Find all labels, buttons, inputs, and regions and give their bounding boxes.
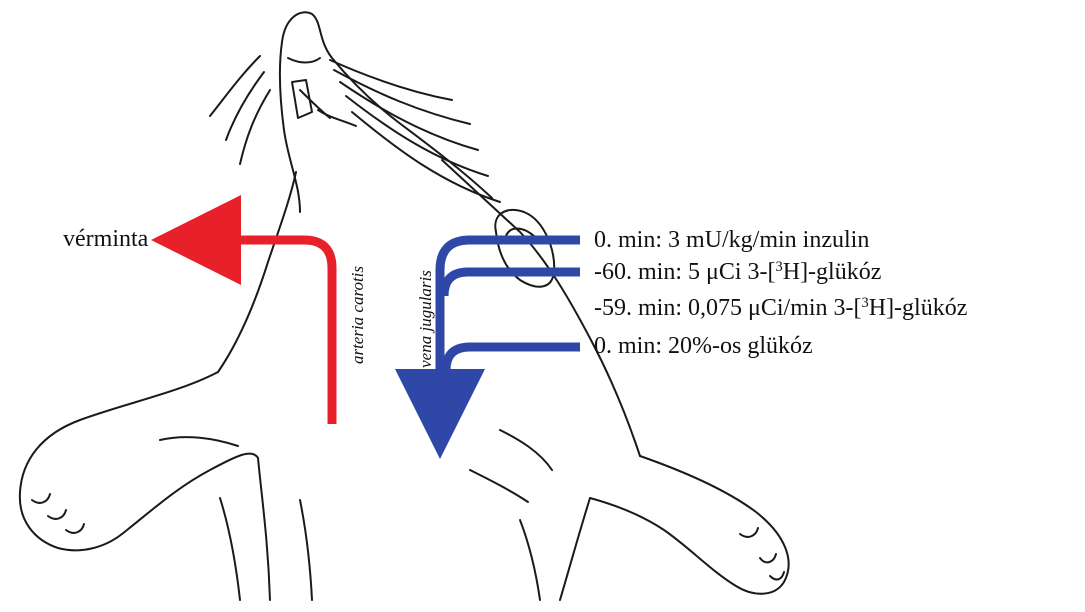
infusion-glucose: 0. min: 20%-os glükóz bbox=[594, 333, 813, 359]
infusion-text: -59. min: 0,075 μCi/min 3-[ bbox=[594, 295, 862, 321]
infusion-insulin: 0. min: 3 mU/kg/min inzulin bbox=[594, 227, 869, 253]
isotope-superscript: 3 bbox=[862, 295, 869, 311]
infusion-text: 0. min: 3 mU/kg/min inzulin bbox=[594, 227, 869, 253]
artery-label: arteria carotis bbox=[349, 255, 367, 375]
blood-sample-label: vérminta bbox=[63, 226, 148, 252]
artery-arrow bbox=[214, 240, 332, 424]
infusion-text-suffix: H]-glükóz bbox=[783, 259, 882, 285]
infusion-tracer-continuous: -59. min: 0,075 μCi/min 3-[3H]-glükóz bbox=[594, 295, 967, 321]
infusion-tracer-bolus: -60. min: 5 μCi 3-[3H]-glükóz bbox=[594, 259, 881, 285]
vein-arrows bbox=[440, 240, 580, 396]
infusion-text: 0. min: 20%-os glükóz bbox=[594, 333, 813, 359]
isotope-superscript: 3 bbox=[776, 259, 783, 275]
infusion-text: -60. min: 5 μCi 3-[ bbox=[594, 259, 776, 285]
vein-label: vena jugularis bbox=[417, 259, 435, 379]
infusion-text-suffix: H]-glükóz bbox=[869, 295, 968, 321]
